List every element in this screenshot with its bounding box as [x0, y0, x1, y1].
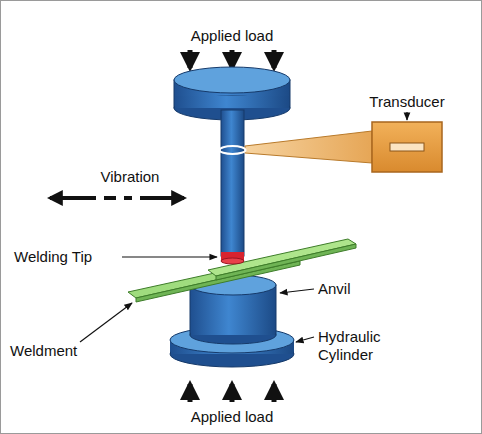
load-arrow — [272, 50, 277, 68]
load-label: Applied load — [182, 27, 282, 45]
weldment-strip-edge — [136, 261, 300, 302]
load-label: Applied load — [182, 408, 282, 426]
vibration-dash — [104, 196, 116, 200]
platen-side-fill — [175, 96, 289, 108]
anvil-side-fill — [191, 320, 275, 335]
transducer-horn — [245, 131, 372, 163]
load-arrow — [188, 50, 193, 68]
load-arrow — [272, 384, 277, 402]
transducer-slot — [390, 143, 424, 151]
weldment-strip — [208, 239, 356, 276]
sonotrode-shaft — [221, 110, 244, 256]
vibration-arrow-right — [140, 196, 184, 200]
vibration-arrow-left — [50, 196, 96, 200]
tip-face — [221, 258, 244, 264]
leader-lines — [80, 257, 314, 342]
part-label: Anvil — [318, 280, 388, 298]
vibration-arrow — [50, 196, 184, 200]
load-arrow — [230, 384, 235, 402]
leader-line — [406, 112, 407, 120]
transducer-body — [372, 122, 442, 172]
platen-top — [174, 67, 290, 93]
part-label: Hydraulic Cylinder — [318, 328, 410, 364]
part-label: Transducer — [357, 93, 457, 111]
leader-line — [122, 256, 217, 257]
weldment-strip-edge — [216, 244, 356, 280]
load-arrows-top — [190, 50, 274, 68]
leader-line — [80, 303, 132, 342]
welding-tip — [221, 252, 244, 264]
transducer-box — [372, 122, 442, 172]
load-arrow — [188, 384, 193, 402]
motion-label: Vibration — [80, 168, 180, 186]
load-arrow — [230, 50, 235, 68]
load-arrows-bottom — [190, 384, 274, 402]
part-label: Welding Tip — [14, 248, 122, 266]
leader-line — [296, 337, 314, 342]
shaft-ring — [220, 146, 246, 154]
leader-line — [280, 289, 314, 293]
vibration-dash — [124, 196, 132, 200]
part-label: Weldment — [10, 342, 110, 360]
